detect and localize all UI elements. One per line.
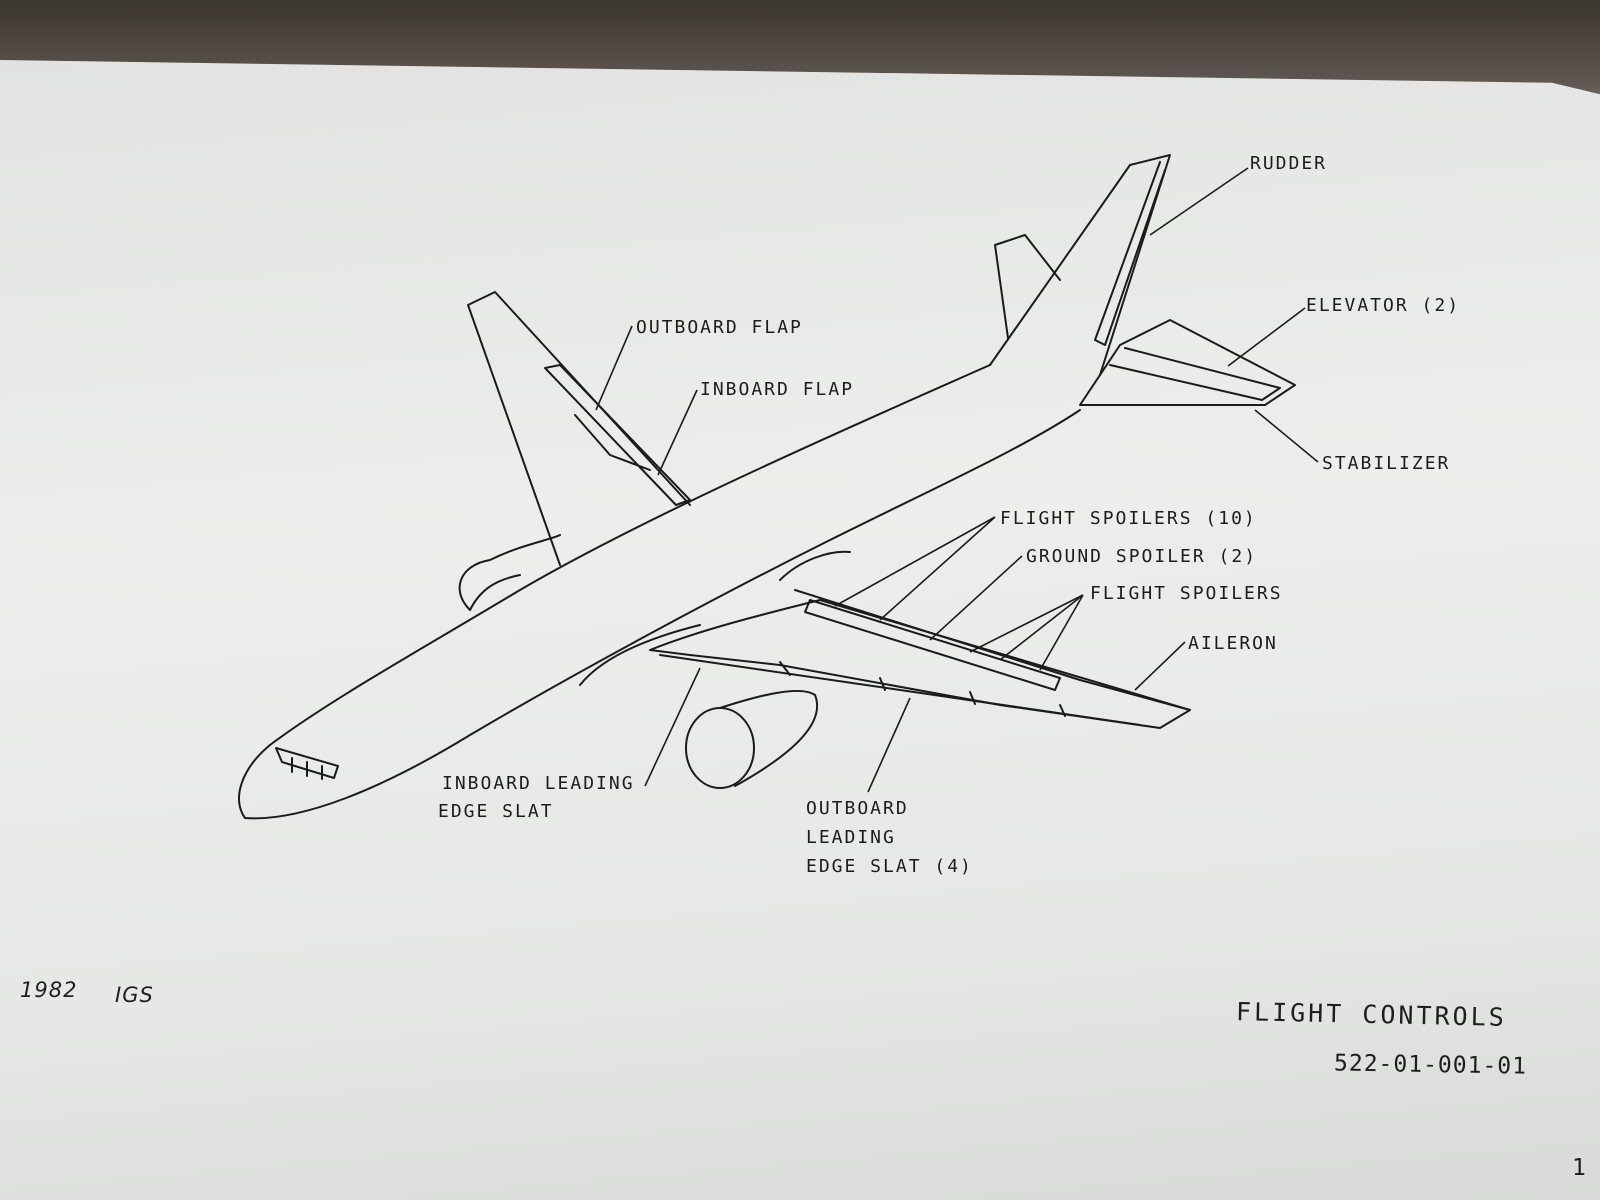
leader-flight-spoilers-10a: [834, 516, 996, 607]
label-inboard-slat-line1: INBOARD LEADING: [442, 773, 635, 794]
leader-flight-spoilers-b: [999, 594, 1084, 661]
label-stabilizer: STABILIZER: [1322, 453, 1451, 474]
label-outboard-slat-line1: OUTBOARD: [806, 798, 909, 819]
label-flight-spoilers-10: FLIGHT SPOILERS (10): [1000, 508, 1257, 529]
near-engine-nacelle: [719, 689, 819, 787]
leader-inboard-flap: [657, 389, 698, 476]
leader-outboard-flap: [595, 325, 633, 411]
footer-doc-number: 522-01-001-01: [1333, 1050, 1528, 1080]
manual-page: [0, 60, 1600, 1200]
elevator-surface: [1109, 347, 1281, 401]
near-engine-intake: [685, 707, 755, 789]
footer-year: 1982: [20, 978, 78, 1002]
fuselage-top-line: [269, 364, 991, 746]
vertical-tail: [989, 154, 1171, 376]
label-outboard-flap: OUTBOARD FLAP: [636, 317, 803, 338]
leader-flight-spoilers-a: [969, 594, 1084, 653]
wing-root-fairing: [579, 550, 851, 686]
leader-aileron: [1134, 641, 1186, 691]
leader-stabilizer: [1254, 409, 1319, 463]
near-stabilizer: [1079, 319, 1296, 406]
cockpit-windows: [275, 747, 339, 780]
footer-title: FLIGHT CONTROLS: [1235, 997, 1508, 1032]
label-ground-spoiler: GROUND SPOILER (2): [1026, 546, 1258, 567]
page-number-fragment: 1: [1572, 1155, 1587, 1181]
footer-org: IGS: [115, 983, 154, 1007]
label-outboard-slat-line2: LEADING: [806, 827, 896, 848]
leader-inboard-slat: [644, 667, 701, 787]
leader-outboard-slat: [867, 697, 911, 793]
near-wing-spoilers: [804, 599, 1061, 691]
near-wing-leading-edge: [649, 599, 1191, 729]
label-inboard-flap: INBOARD FLAP: [700, 379, 855, 400]
near-wing-trailing-edge: [794, 589, 1191, 711]
label-inboard-slat-line2: EDGE SLAT: [438, 801, 554, 822]
leader-elevator: [1227, 307, 1306, 367]
fuselage-outline: [237, 409, 1081, 820]
near-wing-slats: [659, 654, 1141, 726]
leader-ground-spoiler: [929, 555, 1023, 641]
label-elevator: ELEVATOR (2): [1306, 295, 1461, 316]
leader-flight-spoilers-c: [1039, 594, 1084, 671]
leader-flight-spoilers-10b: [879, 516, 996, 621]
leader-rudder: [1149, 167, 1249, 236]
rudder-surface: [1094, 161, 1166, 346]
label-flight-spoilers: FLIGHT SPOILERS: [1090, 583, 1283, 604]
far-stabilizer: [994, 234, 1061, 339]
far-wing-flaps: [544, 364, 691, 506]
label-aileron: AILERON: [1188, 633, 1278, 654]
label-outboard-slat-line3: EDGE SLAT (4): [806, 856, 973, 877]
label-rudder: RUDDER: [1250, 153, 1328, 174]
far-engine: [458, 534, 561, 611]
